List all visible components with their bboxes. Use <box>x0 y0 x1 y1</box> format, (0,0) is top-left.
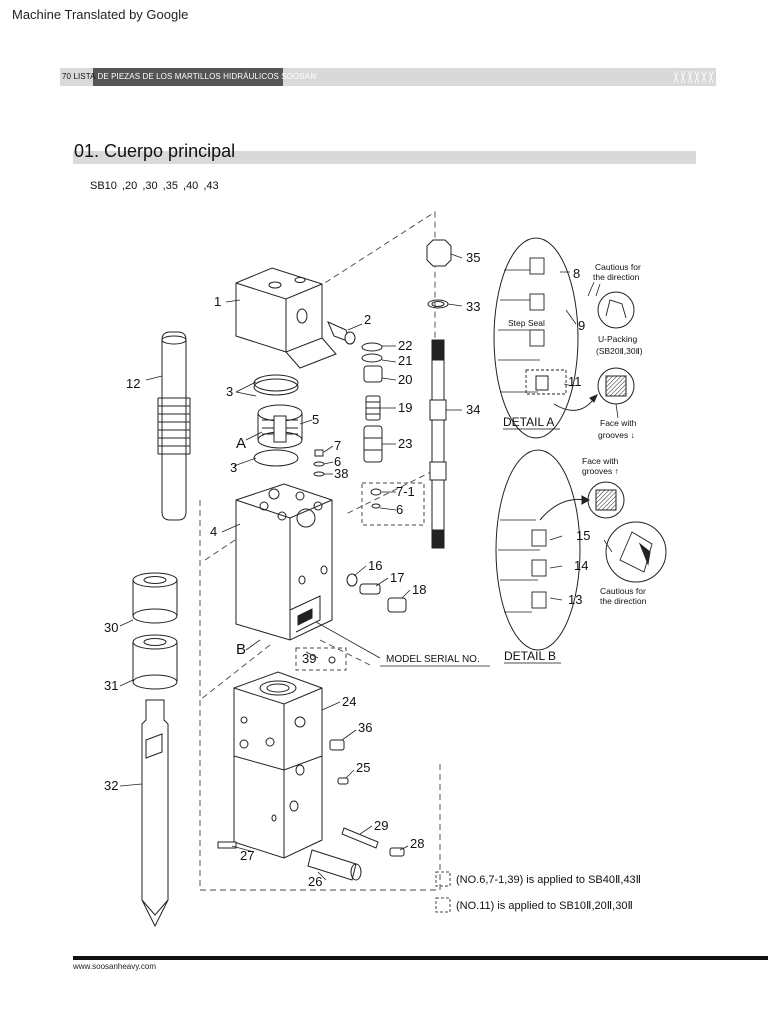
machine-translated-note: Machine Translated by Google <box>12 7 189 22</box>
model-list: SB10 ,20 ,30 ,35 ,40 ,43 <box>90 180 219 192</box>
detail-b <box>495 449 667 651</box>
label-22: 22 <box>398 338 412 353</box>
label-23: 23 <box>398 436 412 451</box>
label-24: 24 <box>342 694 356 709</box>
label-36: 36 <box>358 720 372 735</box>
label-5: 5 <box>312 412 319 427</box>
label-15: 15 <box>576 528 590 543</box>
detail-a <box>493 237 635 439</box>
label-8: 8 <box>573 266 580 281</box>
label-17: 17 <box>390 570 404 585</box>
label-21: 21 <box>398 353 412 368</box>
parts-diagram: 1 2 3 3 4 5 6 6 7 7-1 8 9 11 12 13 14 15… <box>104 211 667 928</box>
label-11: 11 <box>568 374 582 389</box>
header-lista: LISTA <box>73 72 96 81</box>
label-29: 29 <box>374 818 388 833</box>
part-5-sleeve <box>257 404 303 449</box>
label-19: 19 <box>398 400 412 415</box>
label-28: 28 <box>410 836 424 851</box>
detail-b-face-with: Face with <box>582 456 619 466</box>
part-4-cylinder <box>235 483 333 641</box>
label-33: 33 <box>466 299 480 314</box>
detail-a-grooves: grooves ↓ <box>598 430 635 440</box>
label-6: 6 <box>334 454 341 469</box>
label-12: 12 <box>126 376 140 391</box>
detail-a-title: DETAIL A <box>503 415 554 429</box>
label-30: 30 <box>104 620 118 635</box>
detail-a-step-seal: Step Seal <box>508 318 545 328</box>
part-12-piston <box>157 331 191 521</box>
page-title: 01. Cuerpo principal <box>74 141 236 161</box>
label-2: 2 <box>364 312 371 327</box>
header-pattern-icon <box>673 70 714 84</box>
label-34: 34 <box>466 402 480 417</box>
label-4: 4 <box>210 524 217 539</box>
label-27: 27 <box>240 848 254 863</box>
footer-url: www.soosanheavy.com <box>73 962 156 971</box>
footer-rule <box>73 956 768 960</box>
detail-b-grooves: grooves ↑ <box>582 466 619 476</box>
label-7-1: 7-1 <box>396 484 415 499</box>
detail-b-title: DETAIL B <box>504 649 556 663</box>
part-34-rod <box>426 239 452 549</box>
label-25: 25 <box>356 760 370 775</box>
detail-a-u-packing: U-Packing <box>598 334 637 344</box>
label-6b: 6 <box>396 502 403 517</box>
title-bar <box>73 151 696 164</box>
part-30-bushing <box>132 572 178 624</box>
detail-b-direction: the direction <box>600 596 647 606</box>
label-18: 18 <box>412 582 426 597</box>
label-13: 13 <box>568 592 582 607</box>
note-1: (NO.6,7-1,39) is applied to SB40Ⅱ,43Ⅱ <box>456 874 641 886</box>
model-serial-label: MODEL SERIAL NO. <box>386 654 480 665</box>
label-32: 32 <box>104 778 118 793</box>
label-9: 9 <box>578 318 585 333</box>
part-31-bushing <box>132 634 178 690</box>
label-31: 31 <box>104 678 118 693</box>
part-2-plug <box>327 321 356 345</box>
label-20: 20 <box>398 372 412 387</box>
part-24-front-head <box>233 671 323 859</box>
label-3a: 3 <box>226 384 233 399</box>
header-highlight <box>93 68 283 86</box>
detail-a-direction: the direction <box>593 272 640 282</box>
page-number: 70 <box>62 72 72 81</box>
letter-b: B <box>236 641 246 658</box>
detail-a-cautious: Cautious for <box>595 262 641 272</box>
label-35: 35 <box>466 250 480 265</box>
label-3b: 3 <box>230 460 237 475</box>
header-text: 70 LISTA DE PIEZAS DE LOS MARTILLOS HIDR… <box>62 72 316 81</box>
label-16: 16 <box>368 558 382 573</box>
note-2: (NO.11) is applied to SB10Ⅱ,20Ⅱ,30Ⅱ <box>456 900 633 912</box>
label-26: 26 <box>308 874 322 889</box>
header-rest: DE LOS MARTILLOS HIDRÁULICOS SOOSAN <box>140 72 317 81</box>
label-14: 14 <box>574 558 588 573</box>
letter-a: A <box>236 435 246 452</box>
label-7: 7 <box>334 438 341 453</box>
detail-b-cautious: Cautious for <box>600 586 646 596</box>
label-38: 38 <box>334 466 348 481</box>
valve-stack <box>361 342 383 463</box>
label-1: 1 <box>214 294 221 309</box>
header-de-piezas: DE PIEZAS <box>97 72 141 81</box>
label-39: 39 <box>302 651 316 666</box>
detail-a-u-packing-models: (SB20Ⅱ,30Ⅱ) <box>596 346 643 356</box>
part-32-chisel <box>141 699 169 928</box>
detail-a-face-with: Face with <box>600 418 637 428</box>
part-1-top-cap <box>235 267 337 369</box>
